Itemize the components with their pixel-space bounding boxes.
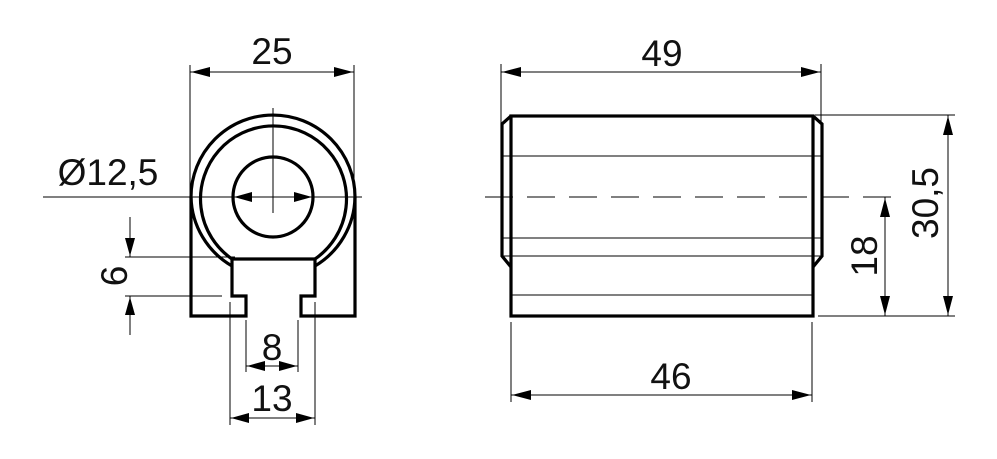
front-view: 25 Ø12,5 6 8 13	[43, 31, 362, 425]
dim-6-arrow-top	[125, 238, 135, 256]
dim-18-arrow-bottom	[880, 296, 890, 315]
front-inner-ring	[198, 124, 349, 261]
dim-30-5-arrow-bottom	[943, 296, 953, 315]
dim-30-5-arrow-top	[943, 116, 953, 135]
dim-25-arrow-right	[334, 67, 353, 77]
dim-8-arrow-right	[279, 361, 297, 371]
side-left-chamfer	[500, 114, 513, 269]
dim-center-height: 18	[844, 235, 885, 276]
front-bore-circle	[231, 155, 315, 239]
dim-front-width: 25	[251, 31, 292, 72]
front-outer-arc-lower	[189, 196, 357, 268]
side-view: 49 46 18 30,5	[485, 33, 955, 402]
side-body	[509, 114, 815, 318]
dim-49-arrow-left	[502, 67, 521, 77]
dim-25-arrow-left	[191, 67, 210, 77]
bore-arrow-left	[234, 192, 252, 202]
dim-13-arrow-left	[231, 413, 249, 423]
dim-46-arrow-left	[512, 390, 531, 400]
dim-slot-wide: 13	[251, 378, 292, 419]
side-right-chamfer	[811, 114, 824, 269]
dim-6-arrow-bottom	[125, 297, 135, 315]
dim-overall-height: 30,5	[905, 167, 946, 239]
dim-bore-diameter: Ø12,5	[58, 152, 159, 193]
dim-13-arrow-right	[296, 413, 314, 423]
dim-18-arrow-top	[880, 198, 890, 217]
dim-49-arrow-right	[801, 67, 820, 77]
bore-arrow-right	[294, 192, 312, 202]
dim-overall-length: 49	[641, 33, 682, 74]
dim-46-arrow-right	[792, 390, 811, 400]
dim-body-length: 46	[650, 356, 691, 397]
dim-8-arrow-left	[247, 361, 265, 371]
dim-slot-depth: 6	[94, 266, 135, 287]
dim-slot-narrow: 8	[262, 327, 283, 368]
